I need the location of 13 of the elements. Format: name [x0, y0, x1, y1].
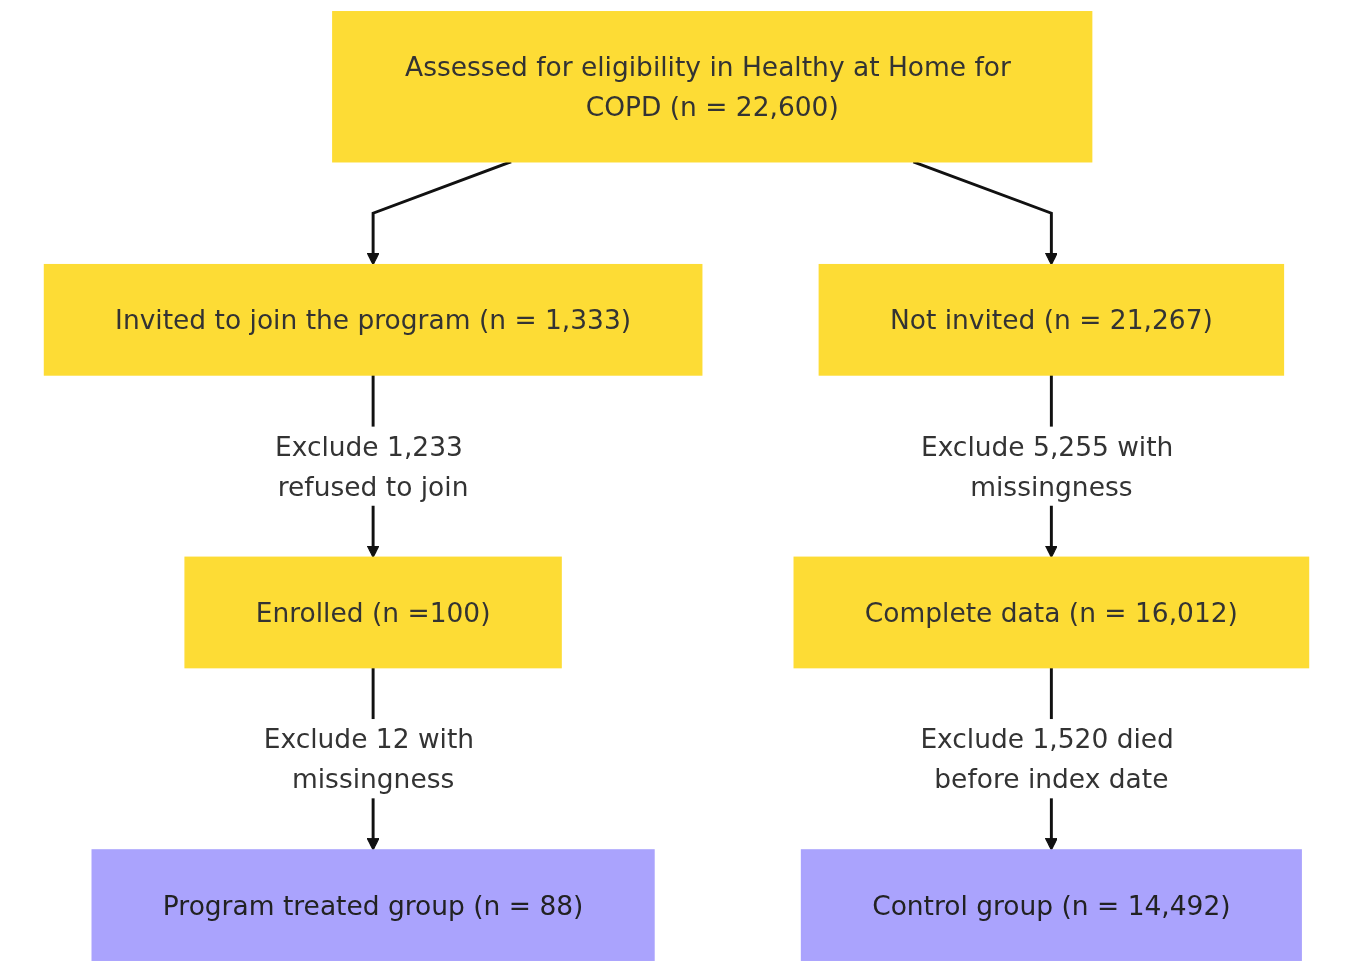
- edge-label: Exclude 12 with missingness: [263, 723, 475, 795]
- arrow: [366, 160, 512, 266]
- edge-label: Exclude 1,233 refused to join: [274, 430, 469, 502]
- node-box: Program treated group (n = 88): [91, 849, 655, 961]
- node-box: Assessed for eligibility in Healthy at Home for COPD (n = 22,600): [332, 11, 1093, 163]
- edge-label: Exclude 1,520 died before index date: [920, 723, 1174, 795]
- node-box: Enrolled (n =100): [184, 556, 562, 669]
- node-box: Invited to join the program (n = 1,333): [43, 263, 703, 376]
- node-box: Control group (n = 14,492): [800, 849, 1302, 961]
- edge-label: Exclude 5,255 with missingness: [920, 430, 1174, 502]
- node-box: Not invited (n = 21,267): [818, 263, 1285, 376]
- arrow: [912, 160, 1058, 266]
- node-box: Complete data (n = 16,012): [793, 556, 1310, 669]
